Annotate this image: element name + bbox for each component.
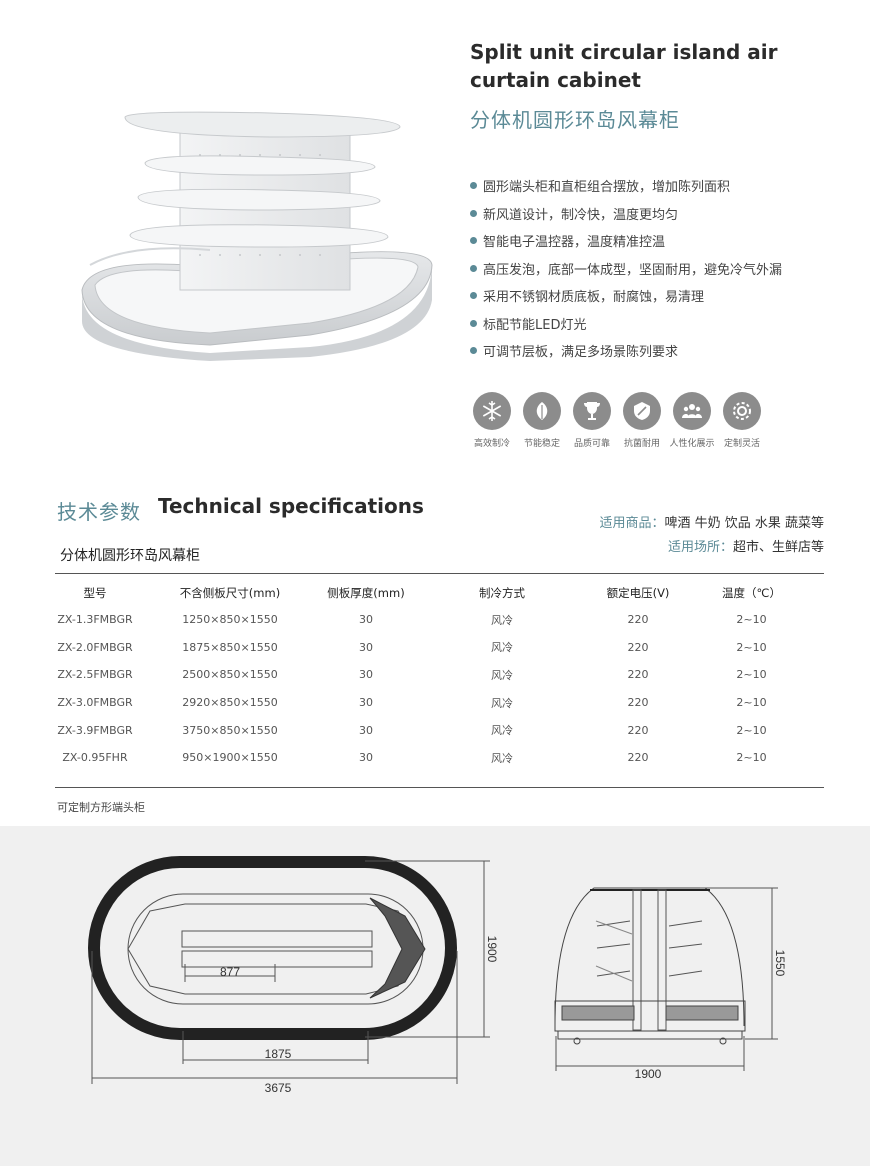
table-cell: 3750×850×1550: [182, 723, 278, 737]
icon-item: 节能稳定: [517, 392, 567, 449]
antibacterial-icon: [623, 392, 661, 430]
table-cell: 30: [359, 723, 373, 737]
table-cell: 风冷: [491, 724, 513, 738]
feature-icons: 高效制冷 节能稳定 品质可靠 抗菌耐用: [467, 392, 767, 449]
spec-table: 型号 不含侧板尺寸(mm) 侧板厚度(mm) 制冷方式 额定电压(V) 温度（℃…: [55, 580, 824, 772]
custom-note: 可定制方形端头柜: [57, 801, 145, 814]
dim-straight-label: 1875: [265, 1047, 292, 1061]
table-cell: 950×1900×1550: [182, 751, 278, 765]
table-cell: 2~10: [736, 668, 767, 682]
dim-height-label: 1550: [773, 950, 787, 977]
table-cell: 风冷: [491, 613, 513, 627]
table-cell: 2~10: [736, 696, 767, 710]
table-cell: 2920×850×1550: [182, 696, 278, 710]
icon-item: 人性化展示: [667, 392, 717, 449]
feature-item: 标配节能LED灯光: [470, 310, 782, 338]
people-icon: [673, 392, 711, 430]
feature-item: 智能电子温控器，温度精准控温: [470, 227, 782, 255]
feature-item: 采用不锈钢材质底板，耐腐蚀，易清理: [470, 282, 782, 310]
column-header: 侧板厚度(mm): [327, 586, 405, 600]
leaf-icon: [523, 392, 561, 430]
table-cell: 风冷: [491, 641, 513, 655]
table-row: ZX-2.5FMBGR 2500×850×1550 30 风冷 220 2~10: [55, 661, 824, 689]
table-cell: ZX-2.5FMBGR: [57, 668, 133, 682]
applicable-goods: 适用商品：啤酒 牛奶 饮品 水果 蔬菜等: [599, 516, 824, 531]
table-cell: 30: [359, 613, 373, 627]
product-title-cn: 分体机圆形环岛风幕柜: [470, 108, 680, 132]
table-top-rule: [55, 573, 824, 574]
table-cell: ZX-2.0FMBGR: [57, 640, 133, 654]
table-cell: 220: [627, 696, 649, 710]
table-cell: 30: [359, 696, 373, 710]
table-cell: 220: [627, 640, 649, 654]
table-cell: 220: [627, 613, 649, 627]
table-cell: 30: [359, 668, 373, 682]
bullet-icon: [470, 264, 477, 272]
table-bottom-rule: [55, 787, 824, 788]
table-cell: 风冷: [491, 668, 513, 682]
table-cell: 2500×850×1550: [182, 668, 278, 682]
feature-list: 圆形端头柜和直柜组合摆放，增加陈列面积 新风道设计，制冷快，温度更均匀 智能电子…: [470, 172, 782, 365]
column-header: 型号: [83, 586, 107, 600]
table-cell: 220: [627, 668, 649, 682]
feature-item: 可调节层板，满足多场景陈列要求: [470, 337, 782, 365]
top-view-drawing: [88, 856, 490, 1084]
trophy-icon: [573, 392, 611, 430]
table-cell: 风冷: [491, 696, 513, 710]
column-header: 额定电压(V): [606, 586, 670, 600]
bullet-icon: [470, 347, 477, 355]
gear-icon: [723, 392, 761, 430]
dim-inner-label: 877: [220, 965, 240, 979]
spec-title-en: Technical specifications: [158, 494, 424, 518]
feature-item: 圆形端头柜和直柜组合摆放，增加陈列面积: [470, 172, 782, 200]
feature-item: 高压发泡，底部一体成型，坚固耐用，避免冷气外漏: [470, 255, 782, 283]
icon-item: 抗菌耐用: [617, 392, 667, 449]
dim-side-width-label: 1900: [635, 1067, 662, 1081]
table-cell: 220: [627, 751, 649, 765]
table-row: ZX-2.0FMBGR 1875×850×1550 30 风冷 220 2~10: [55, 634, 824, 662]
table-cell: 风冷: [491, 751, 513, 765]
table-cell: ZX-0.95FHR: [62, 751, 128, 765]
table-cell: ZX-3.0FMBGR: [57, 696, 133, 710]
snowflake-icon: [473, 392, 511, 430]
side-view-drawing: [554, 887, 778, 1071]
table-row: ZX-0.95FHR 950×1900×1550 30 风冷 220 2~10: [55, 744, 824, 772]
column-header: 不含侧板尺寸(mm): [179, 586, 281, 600]
product-image: [70, 95, 445, 365]
bullet-icon: [470, 319, 477, 327]
table-row: ZX-1.3FMBGR 1250×850×1550 30 风冷 220 2~10: [55, 606, 824, 634]
table-cell: ZX-1.3FMBGR: [57, 613, 133, 627]
table-row: ZX-3.0FMBGR 2920×850×1550 30 风冷 220 2~10: [55, 689, 824, 717]
table-cell: 1250×850×1550: [182, 613, 278, 627]
table-cell: 2~10: [736, 640, 767, 654]
bullet-icon: [470, 209, 477, 217]
table-cell: 2~10: [736, 723, 767, 737]
bullet-icon: [470, 237, 477, 245]
spec-title-cn: 技术参数: [57, 500, 141, 524]
application-info: 适用商品：啤酒 牛奶 饮品 水果 蔬菜等 适用场所：超市、生鲜店等: [599, 512, 824, 560]
feature-item: 新风道设计，制冷快，温度更均匀: [470, 200, 782, 228]
icon-item: 高效制冷: [467, 392, 517, 449]
table-cell: ZX-3.9FMBGR: [57, 723, 133, 737]
dim-total-label: 3675: [265, 1081, 292, 1095]
table-row: ZX-3.9FMBGR 3750×850×1550 30 风冷 220 2~10: [55, 716, 824, 744]
table-cell: 1875×850×1550: [182, 640, 278, 654]
product-title-en: Split unit circular island air curtain c…: [470, 40, 778, 92]
applicable-venues: 适用场所：超市、生鲜店等: [667, 540, 824, 555]
table-cell: 30: [359, 751, 373, 765]
table-cell: 2~10: [736, 613, 767, 627]
table-cell: 30: [359, 640, 373, 654]
dim-depth-label: 1900: [485, 936, 499, 963]
bullet-icon: [470, 292, 477, 300]
icon-item: 定制灵活: [717, 392, 767, 449]
spec-subtitle: 分体机圆形环岛风幕柜: [60, 548, 200, 564]
table-header-row: 型号 不含侧板尺寸(mm) 侧板厚度(mm) 制冷方式 额定电压(V) 温度（℃…: [55, 580, 824, 606]
table-cell: 2~10: [736, 751, 767, 765]
icon-item: 品质可靠: [567, 392, 617, 449]
column-header: 制冷方式: [479, 586, 525, 600]
bullet-icon: [470, 182, 477, 190]
table-cell: 220: [627, 723, 649, 737]
technical-drawing: 877 1875 3675 1900: [0, 826, 870, 1166]
column-header: 温度（℃）: [722, 586, 781, 600]
